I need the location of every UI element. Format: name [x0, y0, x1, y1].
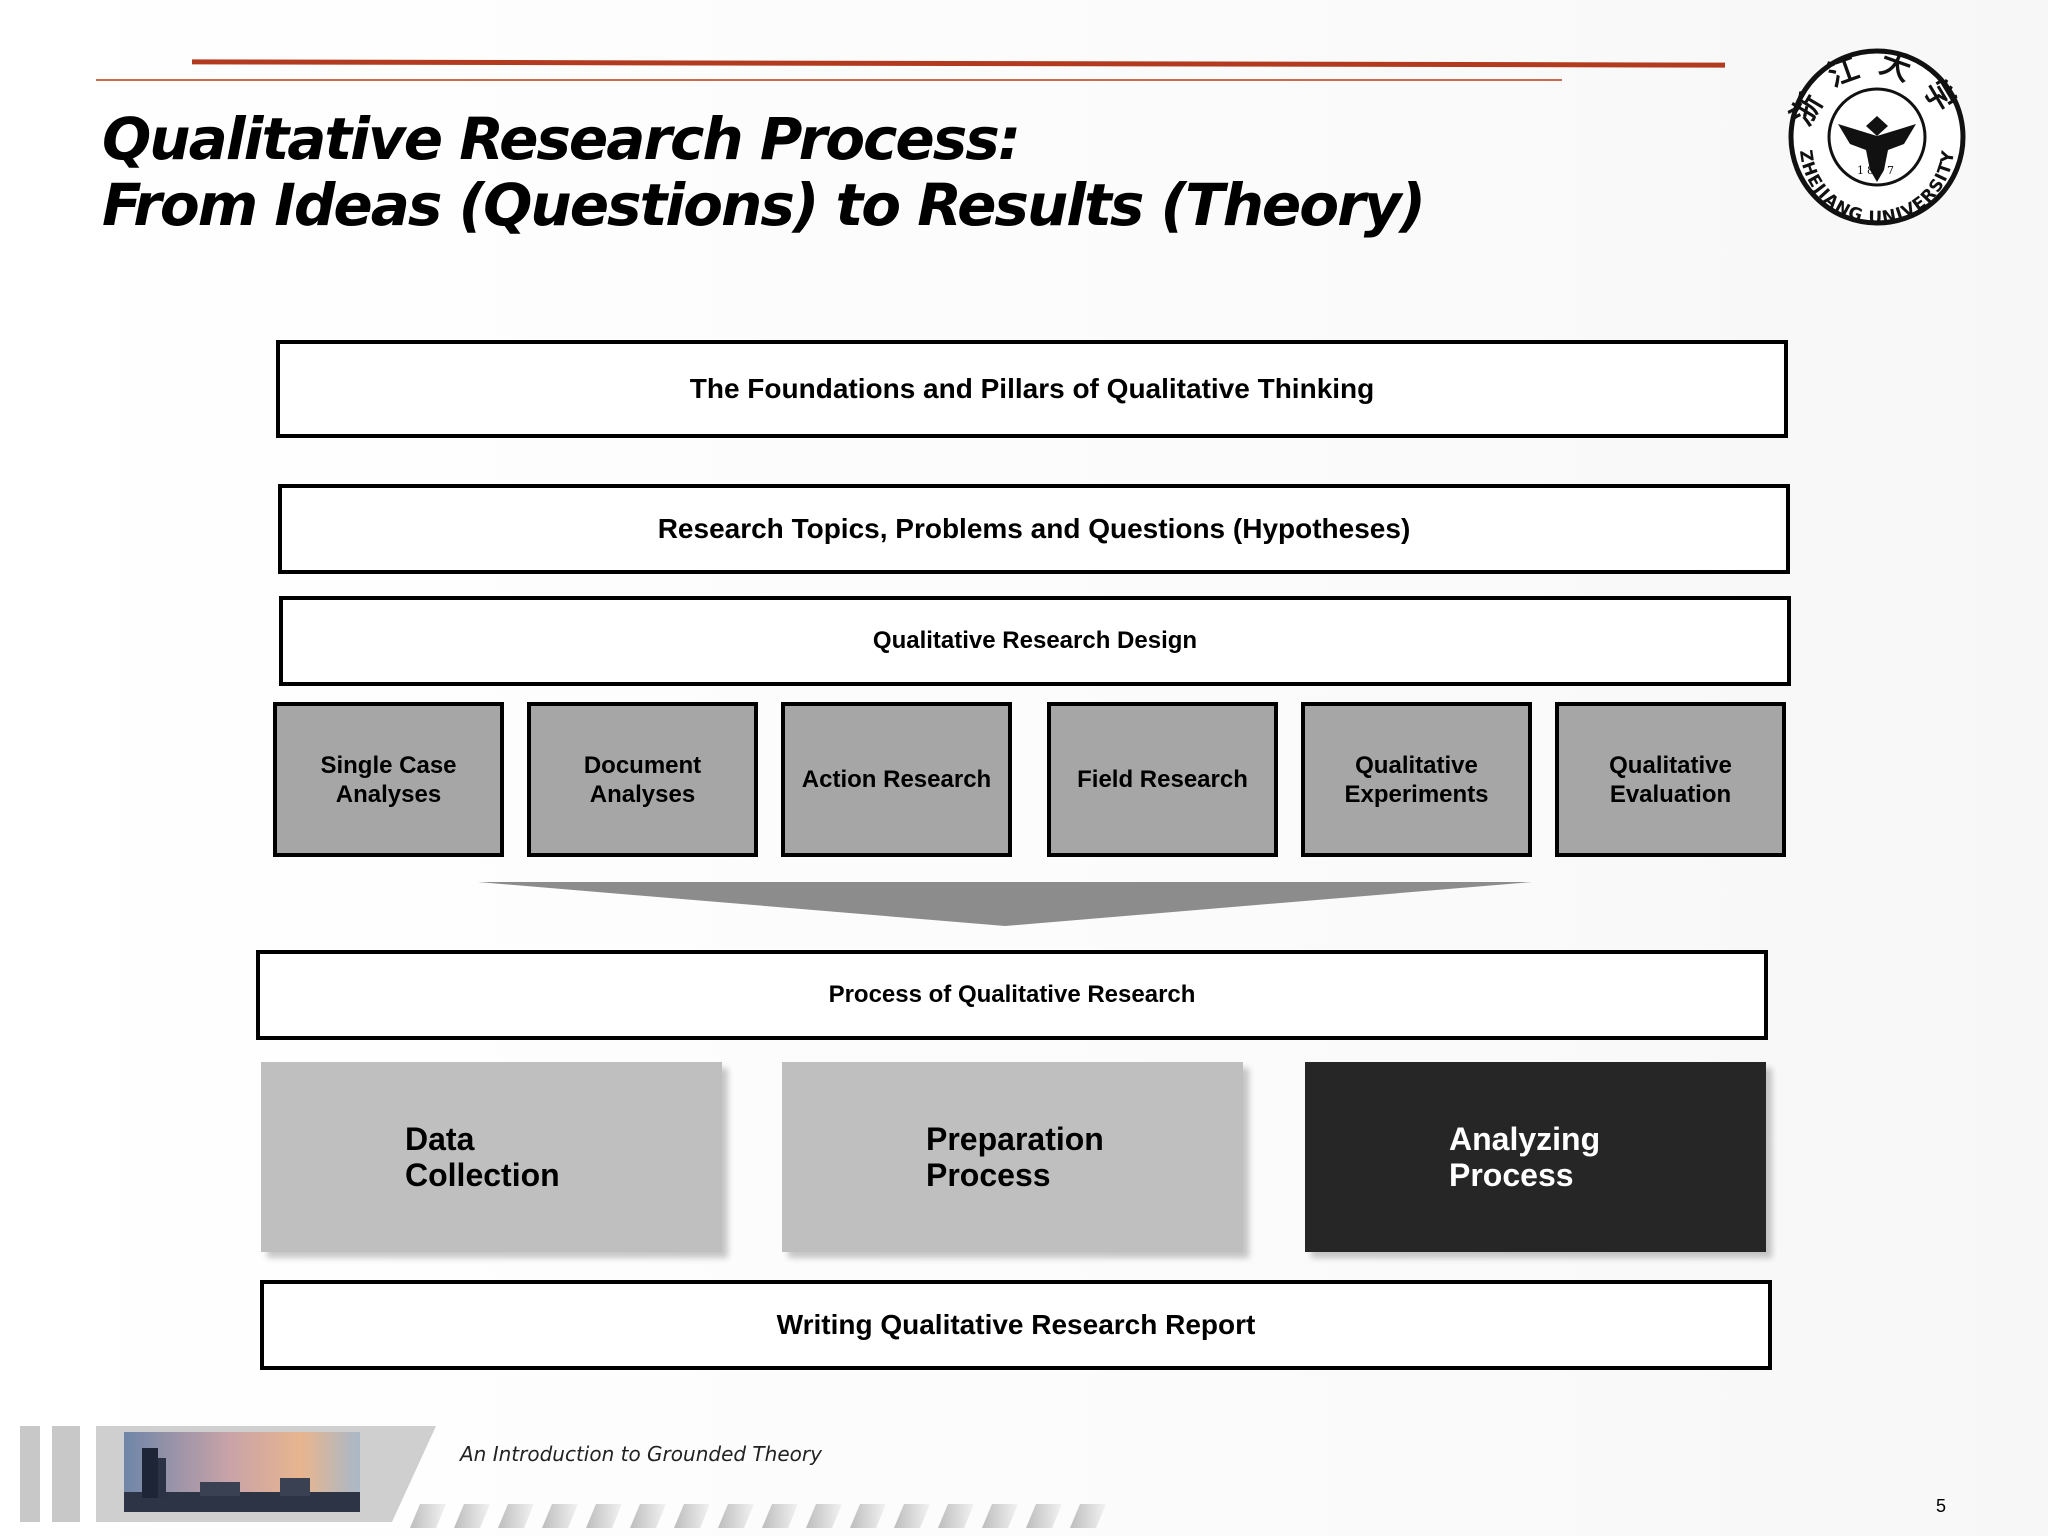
header-rule-thin	[96, 79, 1562, 81]
process-box: Process of Qualitative Research	[256, 950, 1768, 1040]
phase-label: Data Collection	[405, 1121, 560, 1193]
phase-analyzing: Analyzing Process	[1305, 1062, 1766, 1252]
design-type-line1: Document	[583, 751, 702, 779]
slide-title: Qualitative Research Process: From Ideas…	[102, 106, 1602, 238]
foundations-label: The Foundations and Pillars of Qualitati…	[689, 373, 1375, 404]
foundations-box: The Foundations and Pillars of Qualitati…	[276, 340, 1788, 438]
campus-skyline-photo	[124, 1432, 360, 1512]
university-seal-icon: 浙江大学 ZHEJIANG UNIVERSITY 1897	[1786, 46, 1966, 228]
page-number: 5	[1936, 1496, 1947, 1516]
phase-data-collection: Data Collection	[261, 1062, 722, 1252]
title-line-1: Qualitative Research Process:	[102, 105, 1021, 173]
process-label: Process of Qualitative Research	[828, 981, 1196, 1008]
report-label: Writing Qualitative Research Report	[776, 1309, 1256, 1340]
design-type-action-research: Action Research	[781, 702, 1012, 857]
report-box: Writing Qualitative Research Report	[260, 1280, 1772, 1370]
seal-year: 1897	[1857, 164, 1897, 177]
research-topics-label: Research Topics, Problems and Questions …	[657, 513, 1411, 544]
design-type-line1: Field Research	[1077, 766, 1248, 793]
phase-label: Preparation Process	[926, 1121, 1104, 1193]
design-type-line2: Experiments	[1344, 780, 1489, 808]
phase-preparation: Preparation Process	[782, 1062, 1243, 1252]
design-type-line1: Qualitative	[1609, 751, 1732, 779]
design-type-line2: Evaluation	[1609, 780, 1732, 808]
footer-subtitle: An Introduction to Grounded Theory	[460, 1442, 822, 1466]
design-type-line2: Analyses	[335, 780, 442, 808]
research-design-box: Qualitative Research Design	[279, 596, 1791, 686]
research-design-label: Qualitative Research Design	[872, 627, 1198, 654]
design-type-line1: Action Research	[801, 766, 992, 793]
phase-label: Analyzing Process	[1449, 1121, 1601, 1193]
funnel-arrow-icon	[478, 882, 1532, 926]
design-type-line2: Analyses	[589, 780, 696, 808]
research-topics-box: Research Topics, Problems and Questions …	[278, 484, 1790, 574]
design-type-line1: Single Case	[320, 751, 457, 779]
footer-decoration	[20, 1426, 1106, 1528]
title-line-2: From Ideas (Questions) to Results (Theor…	[102, 171, 1426, 239]
design-type-field-research: Field Research	[1047, 702, 1278, 857]
design-type-line1: Qualitative	[1355, 751, 1478, 779]
header-rule-thick	[192, 59, 1725, 68]
